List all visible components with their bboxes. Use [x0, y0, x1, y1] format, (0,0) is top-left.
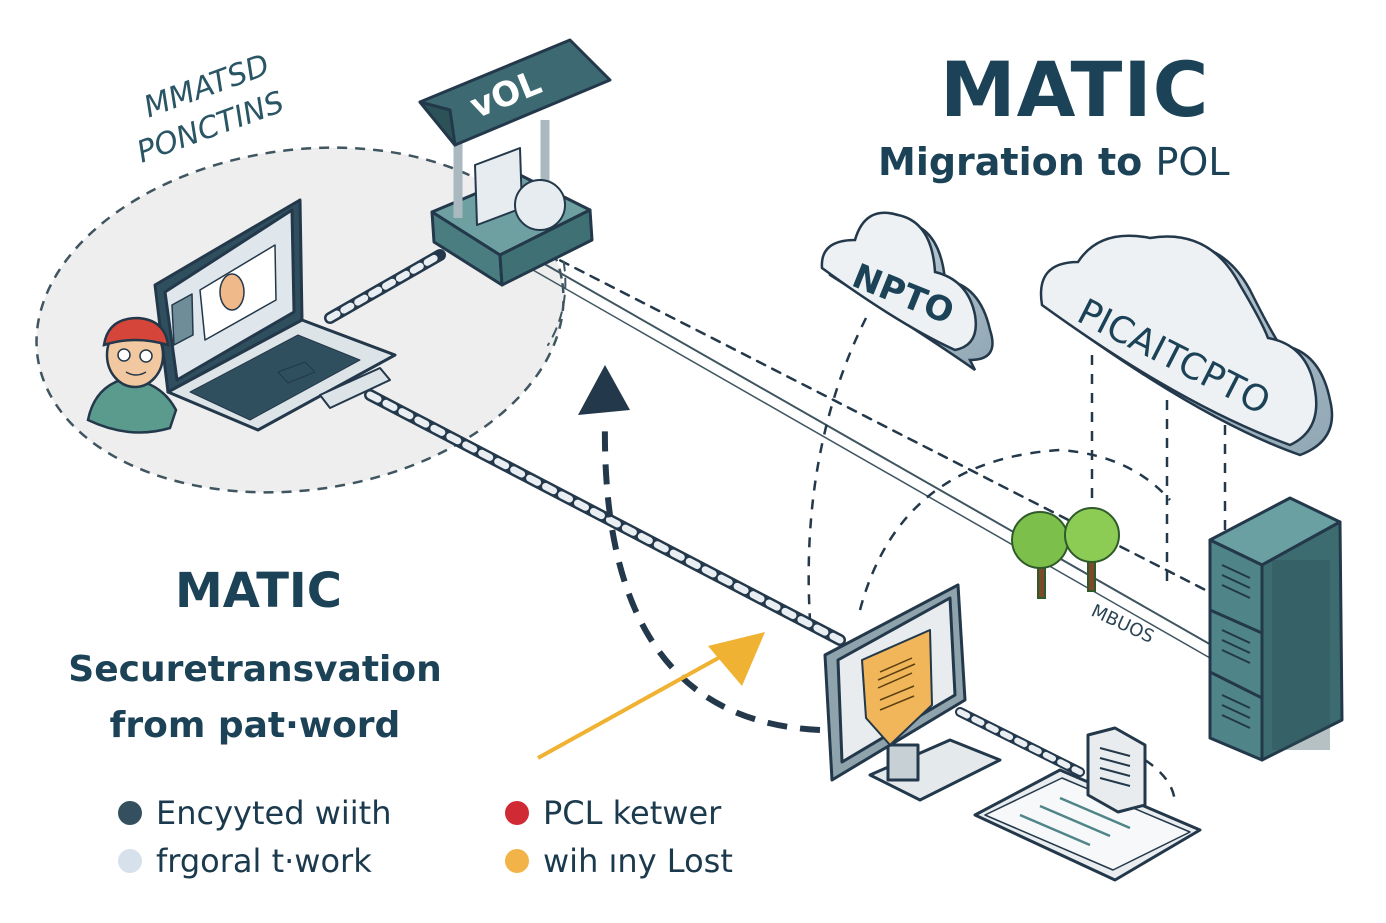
legend-item: frgoral t·work: [118, 842, 372, 880]
page-subtitle: Migration to POL: [878, 140, 1230, 184]
legend-item: PCL ketwer: [505, 794, 721, 832]
subtitle-light: POL: [1155, 140, 1230, 184]
page-title: MATIC: [940, 45, 1210, 134]
laptop-icon: [153, 198, 397, 432]
trees-icon: [1011, 507, 1120, 599]
legend-label: frgoral t·work: [156, 842, 372, 880]
cloud-npto: NPTO: [820, 211, 994, 372]
legend-dot: [118, 801, 142, 825]
left-panel-title: MATIC: [175, 563, 343, 619]
return-arrow: [578, 365, 821, 733]
legend-label: PCL ketwer: [543, 794, 722, 832]
server-tower-icon: [1208, 496, 1344, 762]
legend-dot: [505, 849, 529, 873]
subtitle-bold: Migration to: [878, 140, 1143, 184]
legend-item: wih ıny Lost: [505, 842, 733, 880]
pol-kiosk-icon: vOL: [418, 38, 612, 287]
legend-label: Encyyted wiith: [156, 794, 392, 832]
monitor-icon: [823, 583, 1002, 802]
left-panel-subtitle: Securetransvation from pat·word: [68, 649, 442, 746]
legend-dot: [505, 801, 529, 825]
legend-dot: [118, 849, 142, 873]
document-tablet-icon: [973, 726, 1202, 882]
user-avatar: [86, 316, 178, 434]
transfer-arrow: [537, 632, 765, 760]
legend-label: wih ıny Lost: [543, 842, 733, 880]
legend-item: Encyyted wiith: [118, 794, 391, 832]
cloud-links: [807, 317, 1227, 806]
cloud-picaitcpto: PICAITCPTO: [1039, 234, 1334, 457]
